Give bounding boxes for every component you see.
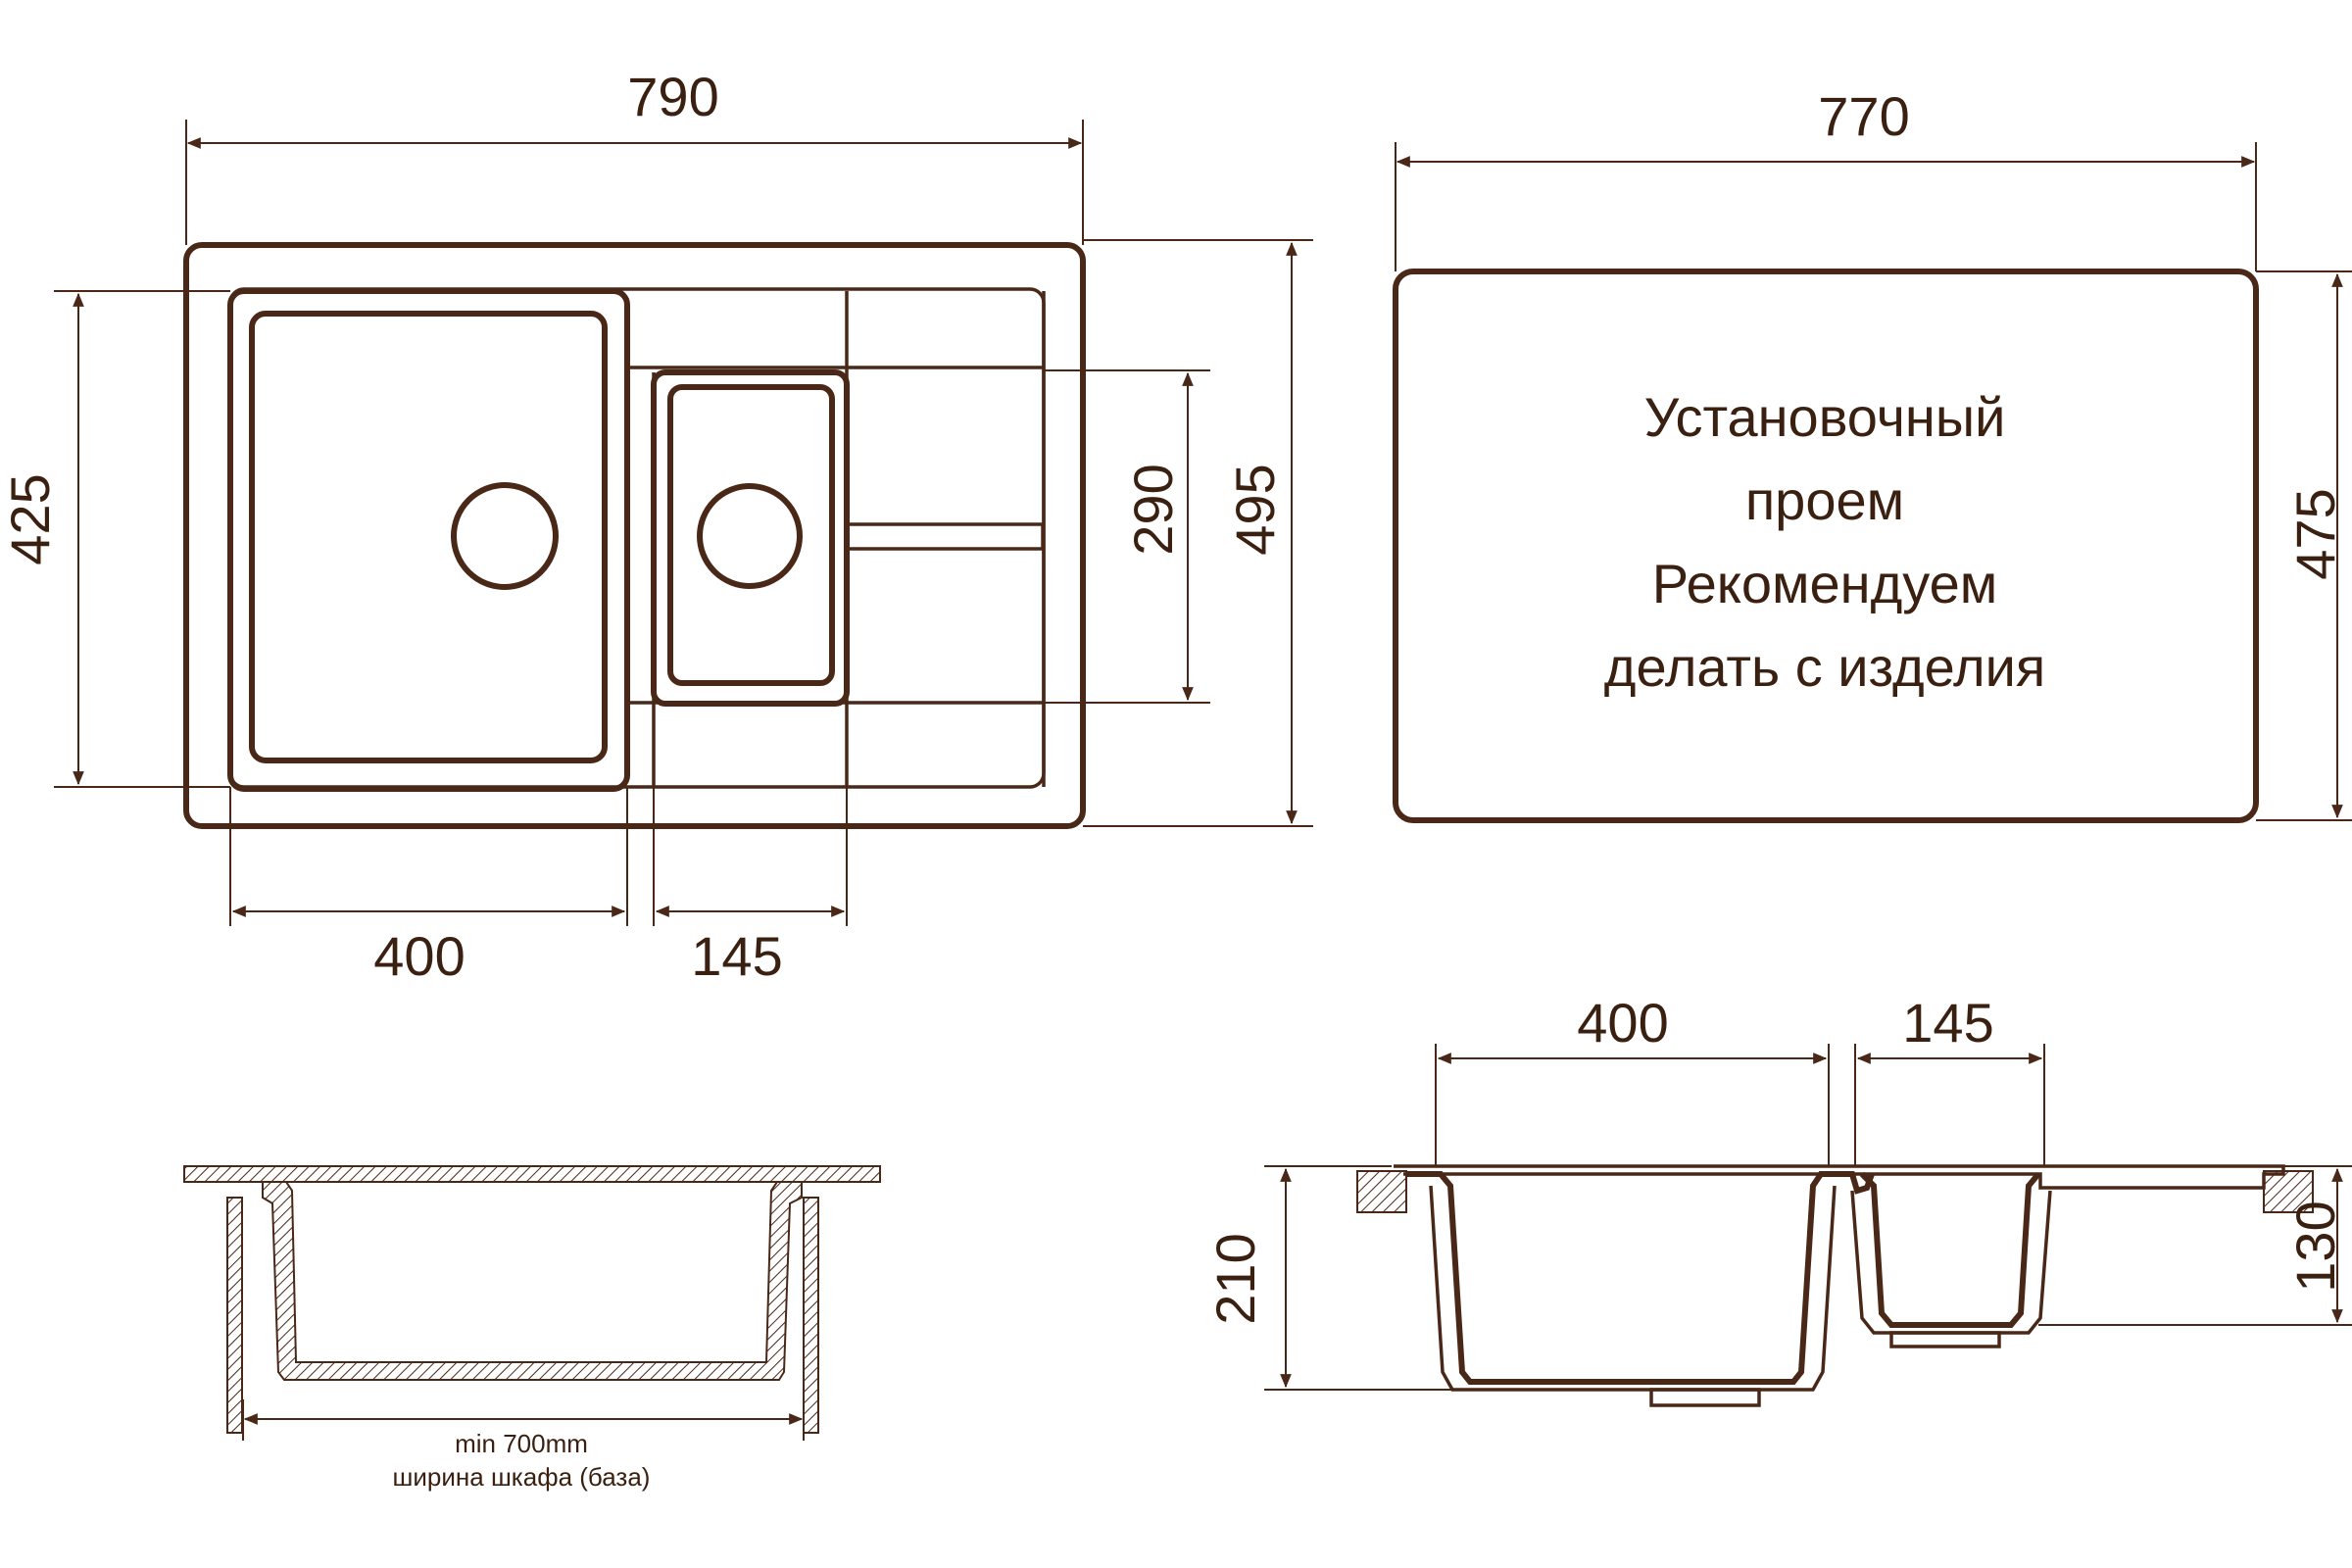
dim-big-bowl-width: 400 bbox=[373, 925, 465, 987]
cabinet-wall-left bbox=[226, 1197, 243, 1434]
big-bowl-inner bbox=[249, 311, 608, 763]
dim-overall-depth: 495 bbox=[1224, 464, 1286, 555]
dim-small-bowl-depth: 290 bbox=[1122, 464, 1184, 555]
big-bowl-section bbox=[1406, 1171, 1875, 1385]
sink-outline bbox=[183, 242, 1086, 829]
cutout-note-line: Рекомендуем bbox=[1652, 553, 1998, 614]
sink-rim bbox=[1394, 1164, 2285, 1190]
cabinet-caption: ширина шкафа (база) bbox=[393, 1462, 651, 1492]
cutout-note-line: делать с изделия bbox=[1604, 636, 2045, 698]
small-bowl-drain bbox=[697, 483, 803, 589]
big-bowl-drain-stub bbox=[1649, 1388, 1761, 1407]
cutout-outline bbox=[1393, 269, 2259, 823]
big-bowl-drain bbox=[451, 482, 559, 590]
small-bowl-drain-stub bbox=[1889, 1331, 2001, 1348]
big-bowl-inner-wall bbox=[1429, 1185, 1837, 1392]
countertop-right bbox=[2263, 1170, 2314, 1213]
cutout-view: 770 475 Установочный проем Рекомендуем д… bbox=[1393, 85, 2352, 823]
sink-bowl-section bbox=[262, 1181, 803, 1381]
drainer-ridge bbox=[845, 522, 1045, 551]
dim-overall-width: 790 bbox=[627, 66, 718, 127]
dim-small-bowl-width: 145 bbox=[691, 925, 782, 987]
small-bowl-outer bbox=[651, 369, 850, 707]
small-bowl-section bbox=[1859, 1171, 2041, 1328]
cutout-note-line: Установочный bbox=[1644, 386, 2006, 448]
dim-section-big-height: 210 bbox=[1204, 1233, 1266, 1324]
dim-section-small-height: 130 bbox=[2284, 1200, 2346, 1292]
dim-cutout-width: 770 bbox=[1818, 85, 1909, 147]
dim-cutout-depth: 475 bbox=[2284, 488, 2346, 579]
countertop bbox=[183, 1165, 881, 1183]
cabinet-wall-right bbox=[803, 1197, 819, 1434]
cabinet-min-width: min 700mm bbox=[455, 1429, 588, 1458]
dim-section-small-width: 145 bbox=[1902, 992, 1993, 1054]
section-view: 400 145 210 130 bbox=[1204, 992, 2352, 1407]
cabinet-view: min 700mm ширина шкафа (база) bbox=[183, 1165, 881, 1492]
top-view: 790 495 425 290 400 145 bbox=[0, 66, 1313, 987]
dim-section-big-width: 400 bbox=[1577, 992, 1668, 1054]
countertop-left bbox=[1356, 1170, 1407, 1213]
cutout-note-line: проем bbox=[1745, 469, 1904, 531]
sink-inner-rim bbox=[228, 287, 1046, 789]
big-bowl-outer bbox=[227, 288, 630, 792]
dim-bowl-depth: 425 bbox=[0, 473, 61, 564]
small-bowl-inner bbox=[667, 384, 835, 686]
